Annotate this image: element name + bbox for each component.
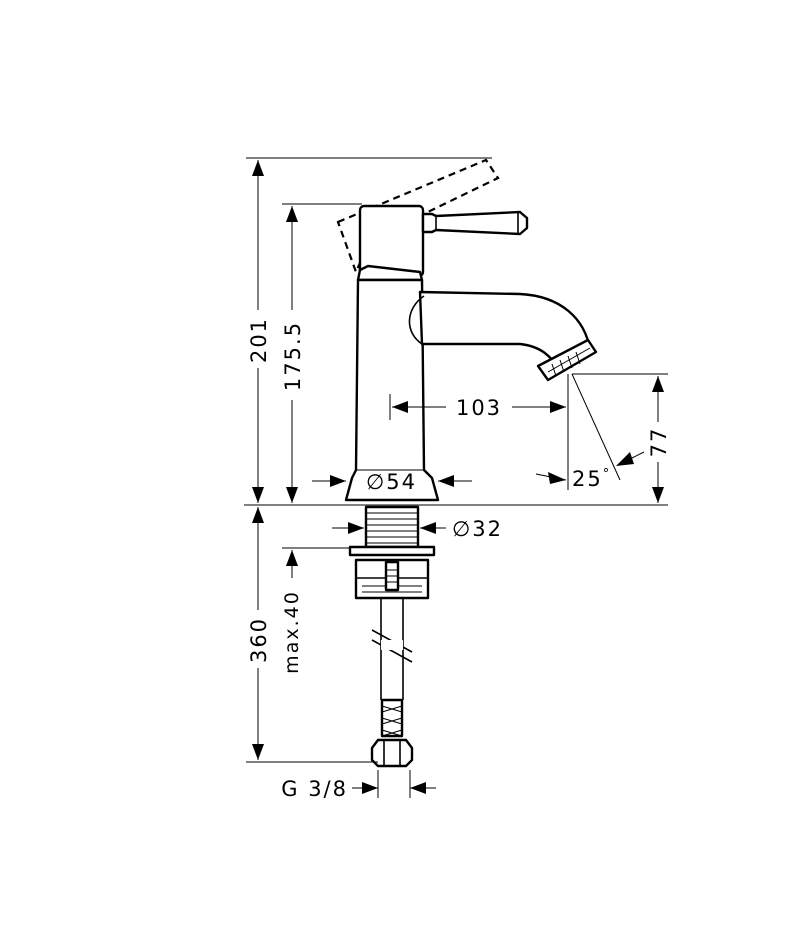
dim-deck-thickness: max.40 — [281, 547, 350, 674]
lever-open-position — [336, 158, 500, 275]
shank-diameter-value: 32 — [472, 517, 503, 541]
dim-connection-thread: G 3/8 — [281, 770, 436, 801]
dim-spout-reach: 103 — [389, 374, 569, 490]
dim-shank-diameter: ∅32 — [332, 517, 503, 541]
swivel-angle-value: 25 — [572, 467, 603, 491]
diameter-symbol: ∅ — [452, 517, 472, 541]
connection-thread-label: G 3/8 — [281, 777, 348, 801]
faucet-outline — [336, 158, 598, 502]
collar — [356, 264, 424, 282]
shank-diameter-label: ∅32 — [452, 517, 503, 541]
hose-length-label: 360 — [247, 617, 271, 663]
swivel-angle-label: 25° — [572, 467, 611, 491]
dim-total-height: 201 — [246, 157, 492, 503]
dim-outlet-clearance: 77 — [572, 373, 671, 503]
lever-handle — [421, 210, 529, 236]
dim-spout-height: 175.5 — [281, 203, 362, 503]
total-height-label: 201 — [247, 317, 271, 363]
diameter-symbol: ∅ — [366, 470, 386, 494]
dim-swivel-angle: 25° — [535, 373, 645, 491]
degree-symbol: ° — [603, 467, 612, 482]
dim-hose-length: 360 — [246, 507, 378, 763]
spout-height-label: 175.5 — [281, 321, 305, 391]
outlet-clearance-label: 77 — [647, 427, 671, 458]
base-diameter-value: 54 — [386, 470, 417, 494]
base-diameter-label: ∅54 — [366, 470, 417, 494]
spout-reach-label: 103 — [456, 396, 502, 420]
dim-base-diameter: ∅54 — [312, 470, 472, 494]
mounting-hardware — [348, 505, 436, 768]
connection-nut — [370, 738, 414, 768]
washer — [348, 545, 436, 557]
deck-thickness-label: max.40 — [281, 590, 303, 674]
